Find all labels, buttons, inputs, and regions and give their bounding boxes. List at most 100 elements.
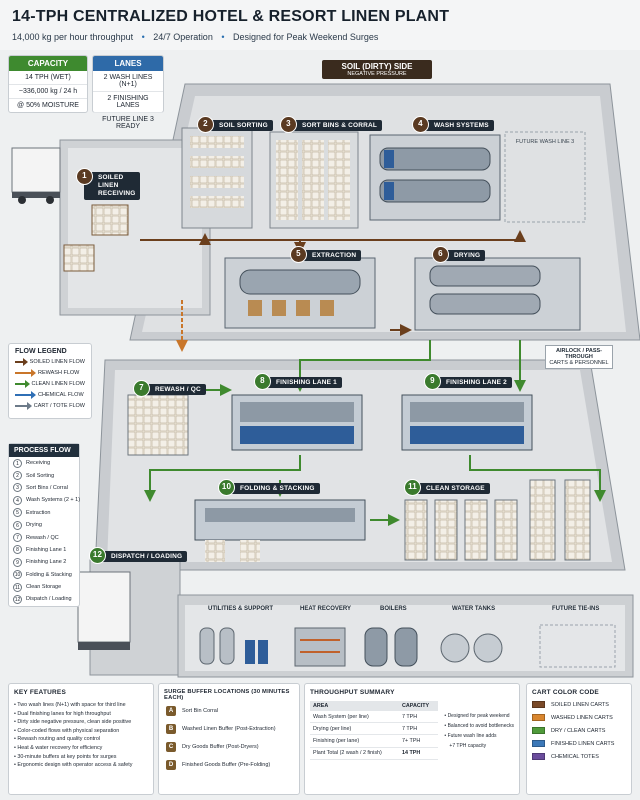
cart-color-item: CHEMICAL TOTES (532, 753, 626, 760)
feature-item: • Dirty side negative pressure, clean si… (14, 719, 132, 726)
lanes-box: LANES 2 WASH LINES (N+1) 2 FINISHING LAN… (92, 55, 164, 130)
subtitle-surge: Designed for Peak Weekend Surges (233, 32, 379, 42)
cart-color-panel: CART COLOR CODE SOILED LINEN CARTS WASHE… (526, 683, 632, 795)
soil-side-title: SOIL (DIRTY) SIDE (341, 62, 413, 71)
zone-water-tanks: WATER TANKS (452, 606, 496, 612)
feature-item: • Two wash lines (N+1) with space for th… (14, 702, 126, 708)
zone-boilers: BOILERS (380, 606, 407, 612)
flow-legend: FLOW LEGEND SOILED LINEN FLOW REWASH FLO… (8, 343, 92, 419)
swatch-washed (532, 714, 545, 721)
feature-item: • Heat & water recovery for efficiency (14, 744, 103, 751)
flow-legend-item: SOILED LINEN FLOW (15, 358, 85, 366)
future-wash-line-area (504, 131, 586, 223)
flow-legend-item: CLEAN LINEN FLOW (15, 380, 85, 388)
cart-color-item: DRY / CLEAN CARTS (532, 727, 626, 734)
bullet-dot: • (141, 32, 145, 42)
heat-recovery-unit (294, 627, 346, 667)
process-flow-heading: PROCESS FLOW (9, 444, 79, 457)
page-subtitle: 14,000 kg per hour throughput • 24/7 Ope… (12, 32, 384, 42)
soil-side-banner: SOIL (DIRTY) SIDE NEGATIVE PRESSURE (322, 60, 432, 79)
sorting-racks (181, 127, 253, 229)
finishing-lane-1 (231, 394, 363, 451)
future-tie-ins (539, 624, 616, 668)
clean-flow-arrow (294, 340, 431, 392)
table-row: Plant Total (2 wash / 2 finish)14 TPH (310, 747, 439, 760)
lanes-heading: LANES (93, 56, 163, 71)
flow-legend-item: CHEMICAL FLOW (15, 391, 85, 399)
airlock-sub: CARTS & PERSONNEL (549, 360, 609, 366)
flow-legend-item: REWASH FLOW (15, 369, 85, 377)
capacity-box: CAPACITY 14 TPH (WET) ~336,000 kg / 24 h… (8, 55, 88, 113)
capacity-row: 14 TPH (WET) (9, 71, 87, 85)
dispatch-truck (77, 571, 131, 650)
capacity-row: ~336,000 kg / 24 h (9, 85, 87, 99)
throughput-notes: • Designed for peak weekend • Balanced t… (444, 713, 514, 749)
swatch-chemical (532, 753, 545, 760)
clean-flow-swatch (15, 380, 29, 388)
header: 14-TPH CENTRALIZED HOTEL & RESORT LINEN … (0, 0, 640, 50)
finishing-lane-2 (401, 394, 533, 451)
lanes-row: 2 WASH LINES (N+1) (93, 71, 163, 92)
rewash-station (127, 394, 189, 456)
extraction-presses (224, 257, 376, 329)
feature-item: • 30-minute buffers at key points for su… (14, 753, 117, 760)
zone-utilities-support: UTILITIES & SUPPORT (208, 606, 274, 612)
cart-flow-swatch (15, 402, 32, 410)
chemical-flow-swatch (15, 391, 36, 399)
cart-color-heading: CART COLOR CODE (532, 689, 599, 696)
airlock-tag: AIRLOCK / PASS-THROUGH CARTS & PERSONNEL (545, 345, 613, 369)
dryers (414, 257, 581, 331)
swatch-finished (532, 740, 545, 747)
boilers (364, 627, 418, 667)
key-features-heading: KEY FEATURES (14, 689, 67, 696)
swatch-soiled (532, 701, 545, 708)
flow-legend-heading: FLOW LEGEND (15, 348, 67, 355)
zone-heat-recovery: HEAT RECOVERY (300, 606, 352, 612)
throughput-heading: THROUGHPUT SUMMARY (310, 689, 395, 696)
clean-storage-racks (404, 479, 591, 561)
feature-item: • Ergonomic design with operator access … (14, 762, 133, 769)
rewash-flow-swatch (15, 369, 36, 377)
cart-color-item: WASHED LINEN CARTS (532, 714, 626, 721)
cart-color-item: SOILED LINEN CARTS (532, 701, 626, 708)
zone-future-tie-ins: FUTURE TIE-INS (552, 606, 600, 612)
folding-stacking-line (194, 499, 366, 562)
capacity-heading: CAPACITY (9, 56, 87, 71)
lanes-row: FUTURE LINE 3 READY (102, 116, 154, 130)
capacity-row: @ 50% MOISTURE (17, 102, 79, 109)
cart-color-item: FINISHED LINEN CARTS (532, 740, 626, 747)
feature-item: • Rewash routing and quality control (14, 736, 101, 743)
swatch-clean (532, 727, 545, 734)
page-title: 14-TPH CENTRALIZED HOTEL & RESORT LINEN … (12, 8, 450, 25)
table-row: Finishing (per lane)7+ TPH (310, 734, 439, 748)
water-tanks (440, 633, 503, 663)
clean-flow-arrow (144, 455, 301, 502)
clean-flow-arrow (469, 455, 606, 502)
